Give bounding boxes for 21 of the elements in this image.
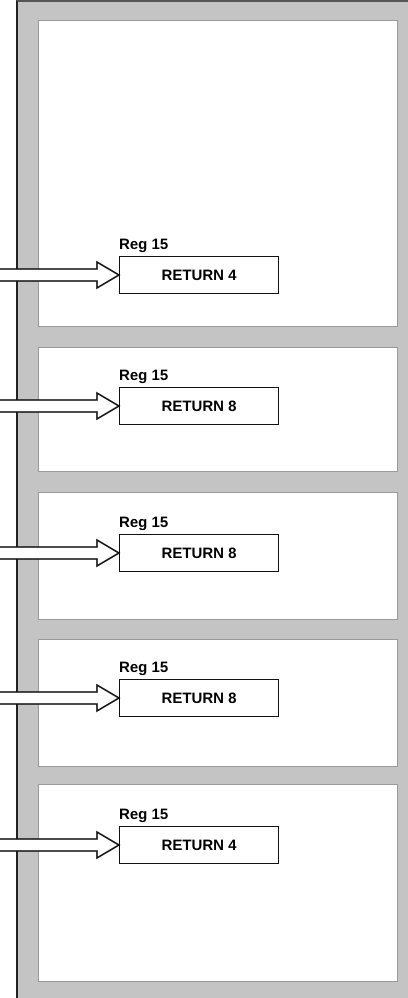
return-box: RETURN 8 — [119, 534, 279, 572]
hollow-arrow — [0, 684, 121, 712]
return-box: RETURN 8 — [119, 387, 279, 425]
register-label: Reg 15 — [119, 806, 168, 823]
panel — [38, 347, 398, 472]
register-label: Reg 15 — [119, 236, 168, 253]
panel — [38, 639, 398, 767]
register-label: Reg 15 — [119, 514, 168, 531]
panel — [38, 784, 398, 982]
outer-frame — [16, 0, 408, 998]
return-box: RETURN 4 — [119, 256, 279, 294]
hollow-arrow — [0, 830, 121, 860]
hollow-arrow — [0, 538, 121, 568]
return-box: RETURN 8 — [119, 679, 279, 717]
panel — [38, 20, 398, 327]
hollow-arrow — [0, 260, 121, 290]
hollow-arrow — [0, 392, 121, 420]
register-label: Reg 15 — [119, 659, 168, 676]
panel — [38, 492, 398, 620]
return-box: RETURN 4 — [119, 826, 279, 864]
register-label: Reg 15 — [119, 367, 168, 384]
